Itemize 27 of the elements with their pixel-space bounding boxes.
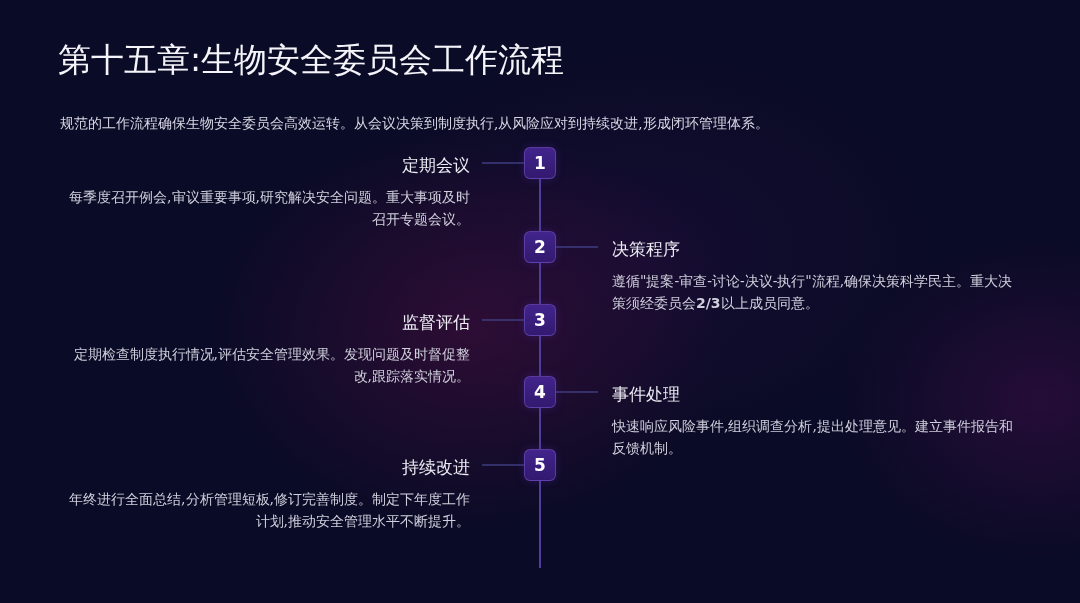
step-title: 决策程序	[612, 238, 681, 261]
step-description: 快速响应风险事件,组织调查分析,提出处理意见。建立事件报告和反馈机制。	[612, 417, 1014, 458]
connector-line	[481, 319, 525, 321]
timeline-line	[539, 407, 541, 450]
step-number: 3	[524, 304, 556, 336]
connector-line	[481, 162, 525, 164]
intro-text: 规范的工作流程确保生物安全委员会高效运转。从会议决策到制度执行,从风险应对到持续改进,形成闭环管理体系。	[60, 114, 769, 133]
step-description: 每季度召开例会,审议重要事项,研究解决安全问题。重大事项及时召开专题会议。	[68, 188, 470, 229]
step-number: 2	[524, 231, 556, 263]
step-description: 年终进行全面总结,分析管理短板,修订完善制度。制定下年度工作计划,推动安全管理水平不断提升。	[68, 490, 470, 531]
step-description: 定期检查制度执行情况,评估安全管理效果。发现问题及时督促整改,跟踪落实情况。	[72, 345, 470, 386]
timeline-line	[539, 335, 541, 377]
step-number: 5	[524, 449, 556, 481]
step-number: 4	[524, 376, 556, 408]
connector-line	[555, 391, 599, 393]
step-title: 持续改进	[401, 456, 470, 479]
timeline-line	[539, 178, 541, 232]
timeline-line	[539, 262, 541, 305]
connector-line	[481, 464, 525, 466]
step-number: 1	[524, 147, 556, 179]
timeline-line	[539, 480, 541, 569]
step-title: 定期会议	[401, 154, 470, 177]
slide-title: 第十五章:生物安全委员会工作流程	[58, 39, 565, 81]
step-title: 监督评估	[401, 311, 470, 334]
connector-line	[555, 246, 599, 248]
step-title: 事件处理	[612, 383, 681, 406]
step-description: 遵循"提案-审查-讨论-决议-执行"流程,确保决策科学民主。重大决策须经委员会2/3以上成员同意。	[612, 272, 1014, 313]
